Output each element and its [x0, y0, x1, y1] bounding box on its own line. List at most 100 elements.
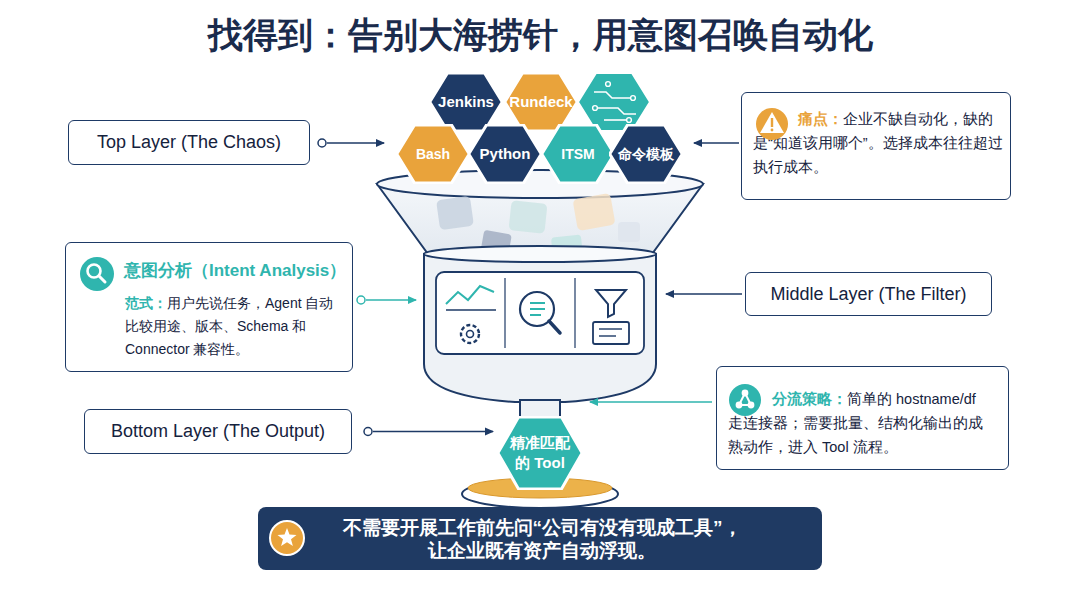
hexagon-text-holder: Jenkins	[429, 72, 503, 132]
box-label: Top Layer (The Chaos)	[97, 132, 281, 153]
callout-body: 简单的 hostname/df 走连接器；需要批量、结构化输出的成熟动作，进入 …	[728, 391, 983, 455]
leader-arrow	[366, 299, 416, 301]
icon-hexagon	[604, 119, 626, 121]
icon-hexagon	[606, 82, 611, 87]
warning-icon	[756, 108, 788, 140]
split-icon	[739, 393, 745, 405]
warning-icon	[756, 108, 788, 140]
warning-icon	[771, 129, 774, 132]
hexagon-text-holder: 精准匹配的 Tool	[497, 416, 583, 490]
star-icon	[270, 521, 304, 555]
leader-arrow	[590, 401, 712, 403]
hexagon-fill	[469, 125, 542, 183]
leader-arrow	[318, 139, 742, 402]
tool-cubes	[436, 196, 474, 230]
hexagon-label: Jenkins	[438, 92, 494, 112]
filter-panel	[504, 278, 505, 348]
tool-hexagon: Python	[468, 124, 542, 184]
filter-panel	[520, 292, 554, 326]
connector-line	[373, 431, 493, 433]
box-label: Bottom Layer (The Output)	[111, 421, 325, 442]
callout-paragraph: 分流策略：简单的 hostname/df 走连接器；需要批量、结构化输出的成熟动…	[728, 387, 986, 459]
hexagon-text-holder: Rundeck	[504, 72, 578, 132]
tool-hexagon: ITSM	[541, 124, 615, 184]
output-hexagon: 精准匹配的 Tool	[497, 416, 583, 490]
hexagon-text-holder: Bash	[396, 124, 470, 184]
strategy-box: 分流策略：简单的 hostname/df 走连接器；需要批量、结构化输出的成熟动…	[716, 366, 1009, 470]
callout-paragraph: 范式：用户先说任务，Agent 自动比较用途、版本、Schema 和 Conne…	[125, 292, 343, 361]
filter-panel	[530, 302, 545, 304]
hexagon-label: Bash	[416, 144, 450, 164]
callout-heading: 分流策略：	[772, 390, 847, 407]
icon-hexagon	[598, 108, 636, 114]
hexagon-fill	[397, 125, 470, 183]
tool-hexagon: 命令模板	[609, 124, 683, 184]
tool-cubes	[618, 222, 640, 242]
paradigm-tag: 范式：	[125, 295, 167, 311]
leader-arrow	[318, 139, 326, 147]
split-icon	[745, 393, 751, 405]
icon-hexagon	[631, 96, 636, 101]
tool-cubes	[480, 230, 512, 258]
warning-icon	[771, 118, 773, 127]
warning-icon	[760, 112, 784, 133]
funnel-cone	[377, 184, 703, 254]
filter-panel	[436, 272, 644, 354]
star-icon	[278, 528, 297, 546]
hexagon-label: 精准匹配的 Tool	[508, 433, 572, 473]
search-icon	[88, 265, 101, 278]
filter-panel	[461, 325, 479, 343]
intent-box: 意图分析（Intent Analysis） 范式：用户先说任务，Agent 自动比…	[65, 242, 353, 372]
tool-hexagon: Rundeck	[504, 72, 578, 132]
filter-cylinder	[424, 246, 656, 262]
layer-label-box: Bottom Layer (The Output)	[84, 409, 352, 454]
filter-cylinder	[424, 254, 656, 402]
icon-hexagon	[627, 118, 632, 123]
split-icon	[748, 402, 755, 409]
filter-panel	[467, 331, 474, 338]
filter-panel	[596, 290, 626, 317]
hexagon-shape	[497, 416, 583, 490]
diagram-title: 找得到：告别大海捞针，用意图召唤自动化	[0, 12, 1080, 59]
filter-panel	[599, 328, 622, 329]
hexagon-label: ITSM	[561, 144, 594, 164]
filter-panel	[599, 335, 616, 336]
banner-text: 不需要开展工作前先问“公司有没有现成工具”，让企业既有资产自动浮现。	[342, 516, 742, 562]
tool-hexagon: Bash	[396, 124, 470, 184]
icon-hexagon	[578, 73, 650, 131]
connector-dot	[364, 428, 372, 436]
leader-arrow	[327, 142, 384, 144]
filter-cylinder	[520, 400, 560, 418]
search-icon	[99, 276, 105, 282]
split-icon	[736, 402, 743, 409]
hexagon-fill	[430, 73, 503, 131]
filter-panel	[436, 272, 644, 354]
tool-cubes	[573, 193, 616, 231]
leader-arrow	[666, 293, 742, 295]
filter-panel	[549, 321, 560, 333]
hexagon-fill	[505, 73, 578, 131]
hexagon-fill	[610, 125, 683, 183]
filter-panel	[574, 278, 575, 348]
leader-arrow	[357, 296, 365, 304]
hexagon-fill	[498, 417, 582, 489]
hexagon-label: Python	[480, 144, 531, 164]
filter-panel	[593, 322, 629, 344]
pain-point-box: 痛点：企业不缺自动化，缺的是“知道该用哪个”。选择成本往往超过执行成本。	[741, 92, 1011, 200]
box-label: Middle Layer (The Filter)	[770, 284, 966, 305]
hexagon-label: 命令模板	[618, 144, 674, 164]
tool-cubes	[509, 200, 548, 234]
callout-paragraph: 痛点：企业不缺自动化，缺的是“知道该用哪个”。选择成本往往超过执行成本。	[753, 107, 1003, 179]
split-icon	[729, 384, 761, 416]
split-icon	[729, 384, 761, 416]
callout-heading: 意图分析（Intent Analysis）	[124, 259, 346, 282]
filter-panel	[530, 314, 541, 316]
filter-panel	[530, 308, 545, 310]
leader-arrow	[694, 142, 739, 144]
hexagon-text-holder: 命令模板	[609, 124, 683, 184]
icon-hexagon	[593, 106, 598, 111]
hexagon-fill	[542, 125, 615, 183]
split-icon	[742, 390, 749, 397]
icon-hexagon	[594, 92, 630, 98]
